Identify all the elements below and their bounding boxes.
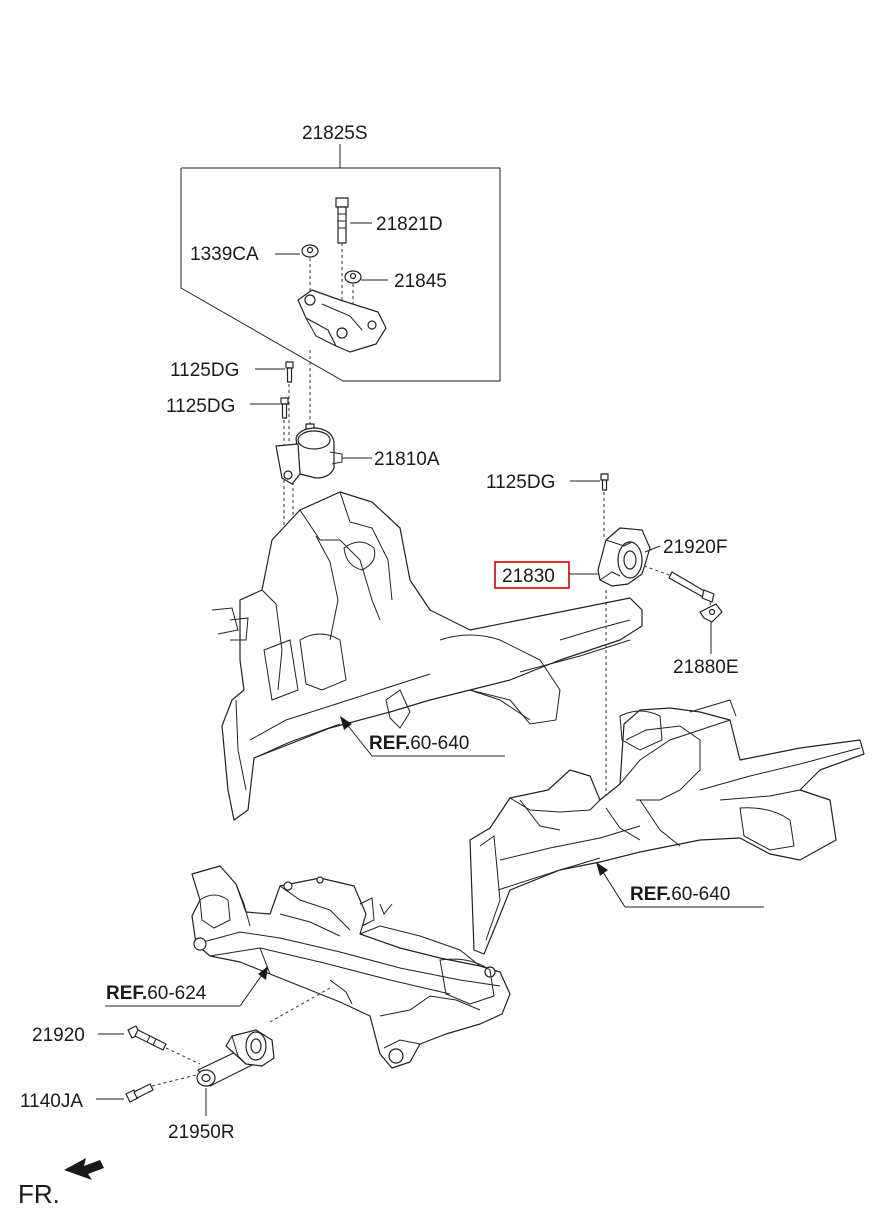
label-21950R[interactable]: 21950R <box>168 1122 235 1143</box>
ref-60-640-upper[interactable]: REF.60-640 <box>369 733 469 754</box>
label-1125DG-right[interactable]: 1125DG <box>486 472 555 493</box>
roll-mount-21950R[interactable] <box>196 1029 275 1087</box>
label-21825S[interactable]: 21825S <box>302 123 368 144</box>
highlight-21830 <box>494 561 570 589</box>
label-21845[interactable]: 21845 <box>394 271 447 292</box>
ref-60-624[interactable]: REF.60-624 <box>106 983 207 1004</box>
assembly-box <box>180 167 501 382</box>
bolt-1125DG-upper[interactable] <box>285 361 294 383</box>
front-arrow-icon <box>64 1158 104 1180</box>
label-21821D[interactable]: 21821D <box>376 214 443 235</box>
nut-21845[interactable] <box>344 270 362 284</box>
label-1140JA[interactable]: 1140JA <box>20 1091 83 1112</box>
mount-21830-group <box>494 473 723 808</box>
roll-mount-21950R-group <box>96 987 331 1116</box>
ref-prefix: REF. <box>630 884 671 905</box>
label-21880E[interactable]: 21880E <box>673 657 739 678</box>
ref-leader-lower <box>596 862 764 908</box>
ref-leader-upper <box>340 716 505 757</box>
ref-number: 60-640 <box>671 884 730 905</box>
nut-1339CA[interactable] <box>301 244 319 258</box>
bracket-21880E[interactable] <box>699 603 723 623</box>
label-21830[interactable]: 21830 <box>502 566 555 587</box>
label-21920[interactable]: 21920 <box>32 1025 85 1046</box>
subframe[interactable] <box>191 865 511 1069</box>
bolt-1125DG-lower[interactable] <box>280 397 289 419</box>
bolt-1140JA[interactable] <box>125 1083 154 1103</box>
label-1125DG-lower[interactable]: 1125DG <box>166 396 235 417</box>
bolt-1125DG-right[interactable] <box>600 473 609 491</box>
bolt-21920F[interactable] <box>668 571 715 603</box>
ref-prefix: REF. <box>106 983 147 1004</box>
front-direction-arrow <box>64 1158 104 1180</box>
right-side-member[interactable] <box>469 699 865 955</box>
ref-number: 60-640 <box>410 733 469 754</box>
label-1125DG-upper[interactable]: 1125DG <box>170 360 239 381</box>
left-side-member[interactable] <box>211 491 643 821</box>
label-21920F[interactable]: 21920F <box>663 537 727 558</box>
label-1339CA[interactable]: 1339CA <box>190 244 259 265</box>
label-21810A[interactable]: 21810A <box>374 449 440 470</box>
ref-number: 60-624 <box>147 983 207 1004</box>
engine-mount-21810A[interactable] <box>275 423 343 485</box>
front-label: FR. <box>18 1179 60 1209</box>
bolt-21920[interactable] <box>127 1025 167 1051</box>
ref-60-640-lower[interactable]: REF.60-640 <box>630 884 730 905</box>
bolt-21821D[interactable] <box>335 197 349 244</box>
assembly-21825S-group <box>180 144 501 382</box>
ref-prefix: REF. <box>369 733 410 754</box>
ref-leader-subframe <box>105 966 268 1007</box>
bracket-plate[interactable] <box>297 289 387 353</box>
transmission-mount-21830[interactable] <box>597 527 651 587</box>
